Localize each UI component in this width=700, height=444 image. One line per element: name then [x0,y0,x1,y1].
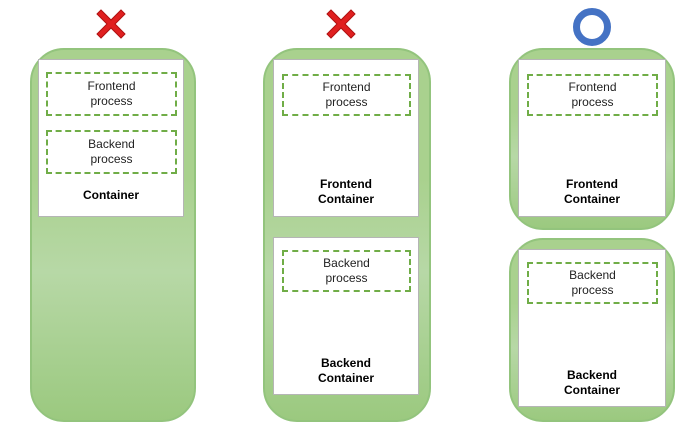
frontend-container-panel: Frontend process Frontend Container [518,59,666,217]
frontend-process-box: Frontend process [527,74,658,116]
backend-process-box: Backend process [46,130,177,174]
process-label: Backend [88,137,135,151]
frontend-process-box: Frontend process [282,74,411,116]
circle-mark-icon [573,8,611,46]
single-container-panel: Frontend process Backend process Contain… [38,59,184,217]
frontend-container-panel: Frontend process Frontend Container [273,59,419,217]
backend-container-label: Backend Container [563,368,620,397]
backend-process-box: Backend process [527,262,658,304]
container-label: Container [82,188,139,202]
backend-container-panel: Backend process Backend Container [273,237,419,395]
frontend-process-box: Frontend process [46,72,177,116]
backend-container-label: Backend Container [317,356,374,385]
process-label: process [325,95,368,109]
process-label: Frontend [87,79,136,93]
process-label: Backend [323,256,370,270]
backend-process-box: Backend process [282,250,411,292]
process-label: process [90,94,133,108]
cross-mark-icon [96,9,126,39]
process-label: process [90,152,133,166]
process-label: process [571,95,614,109]
frontend-container-label: Frontend Container [317,177,374,206]
cross-mark-icon [326,9,356,39]
process-label: Frontend [322,80,371,94]
frontend-container-label: Frontend Container [563,177,620,206]
backend-container-panel: Backend process Backend Container [518,249,666,407]
process-label: Frontend [568,80,617,94]
process-label: process [571,283,614,297]
process-label: process [325,271,368,285]
process-label: Backend [569,268,616,282]
